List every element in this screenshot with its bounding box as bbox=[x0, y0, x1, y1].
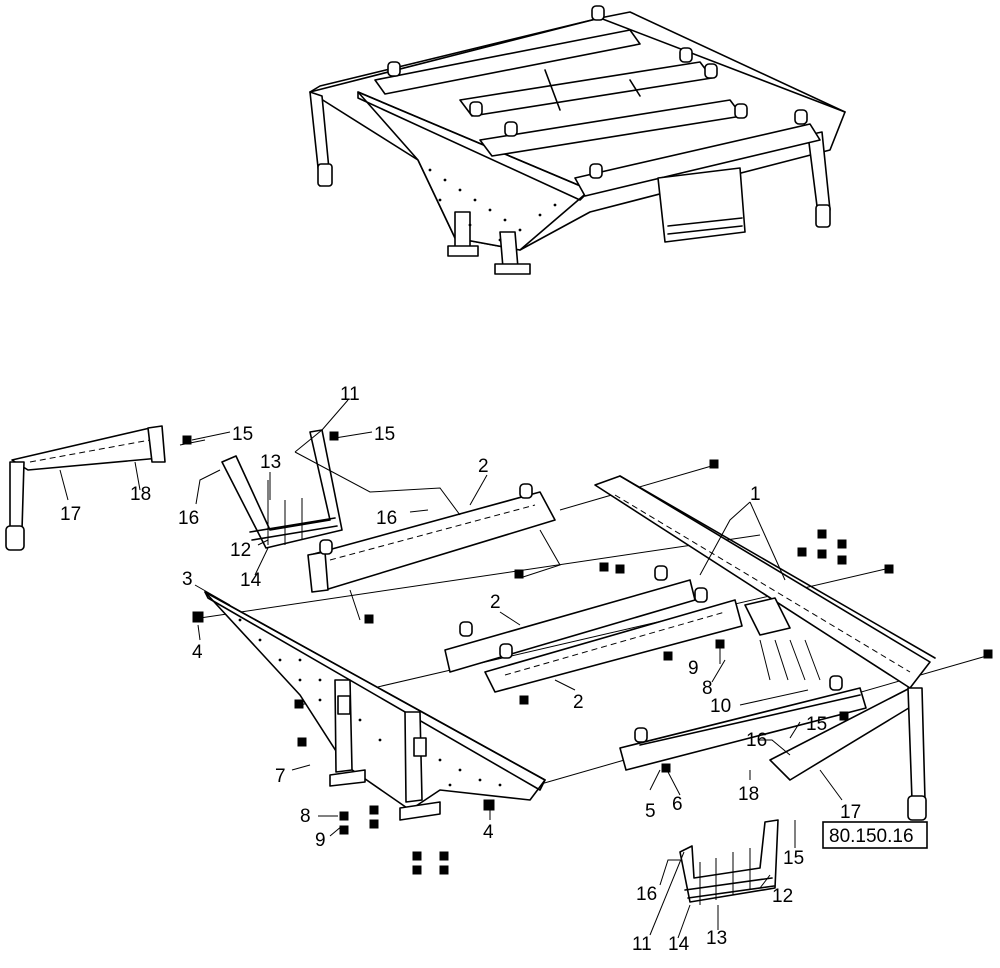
callout-15-mid-right: 15 bbox=[806, 714, 827, 735]
callout-6: 6 bbox=[672, 794, 683, 815]
callout-16-bottom: 16 bbox=[636, 884, 657, 905]
callout-2-middle: 2 bbox=[490, 592, 501, 613]
callout-13-left: 13 bbox=[260, 452, 281, 473]
reference-box: 80.150.16 bbox=[822, 821, 928, 849]
callout-14-left: 14 bbox=[240, 570, 262, 591]
callout-12-left: 12 bbox=[230, 540, 251, 561]
callout-14-right: 14 bbox=[668, 934, 690, 955]
callout-15-top: 15 bbox=[374, 424, 395, 445]
callout-8-right: 8 bbox=[702, 678, 713, 699]
callout-2-top: 2 bbox=[478, 456, 489, 477]
callout-2-lower: 2 bbox=[573, 692, 584, 713]
callout-11-top: 11 bbox=[340, 384, 360, 405]
reference-label: 80.150.16 bbox=[829, 826, 914, 847]
callout-16-mid-right: 16 bbox=[746, 730, 767, 751]
callout-16-left: 16 bbox=[178, 508, 199, 529]
callout-8-left: 8 bbox=[300, 806, 311, 827]
callout-18-right: 18 bbox=[738, 784, 759, 805]
callout-5: 5 bbox=[645, 801, 656, 822]
callout-9-left: 9 bbox=[315, 830, 326, 851]
callout-4-bottom: 4 bbox=[483, 822, 494, 843]
callout-13-right: 13 bbox=[706, 928, 727, 949]
callout-4-left: 4 bbox=[192, 642, 203, 663]
callouts: 1 2 2 2 3 4 4 5 6 7 8 8 9 9 10 11 11 12 … bbox=[60, 384, 861, 955]
callout-17-left: 17 bbox=[60, 504, 81, 525]
exploded-view bbox=[5, 425, 993, 905]
callout-1: 1 bbox=[750, 484, 761, 505]
callout-3: 3 bbox=[182, 569, 193, 590]
callout-11-bottom: 11 bbox=[632, 934, 652, 955]
callout-15-bottom-right: 15 bbox=[783, 848, 804, 869]
callout-16-center: 16 bbox=[376, 508, 397, 529]
callout-12-right: 12 bbox=[772, 886, 793, 907]
callout-9-right: 9 bbox=[688, 658, 699, 679]
assembled-view bbox=[309, 5, 846, 275]
leader-lines bbox=[59, 399, 843, 939]
callout-10: 10 bbox=[710, 696, 731, 717]
callout-17-right: 17 bbox=[840, 802, 861, 823]
callout-18-left: 18 bbox=[130, 484, 151, 505]
callout-15-far-left: 15 bbox=[232, 424, 253, 445]
callout-7: 7 bbox=[275, 766, 286, 787]
